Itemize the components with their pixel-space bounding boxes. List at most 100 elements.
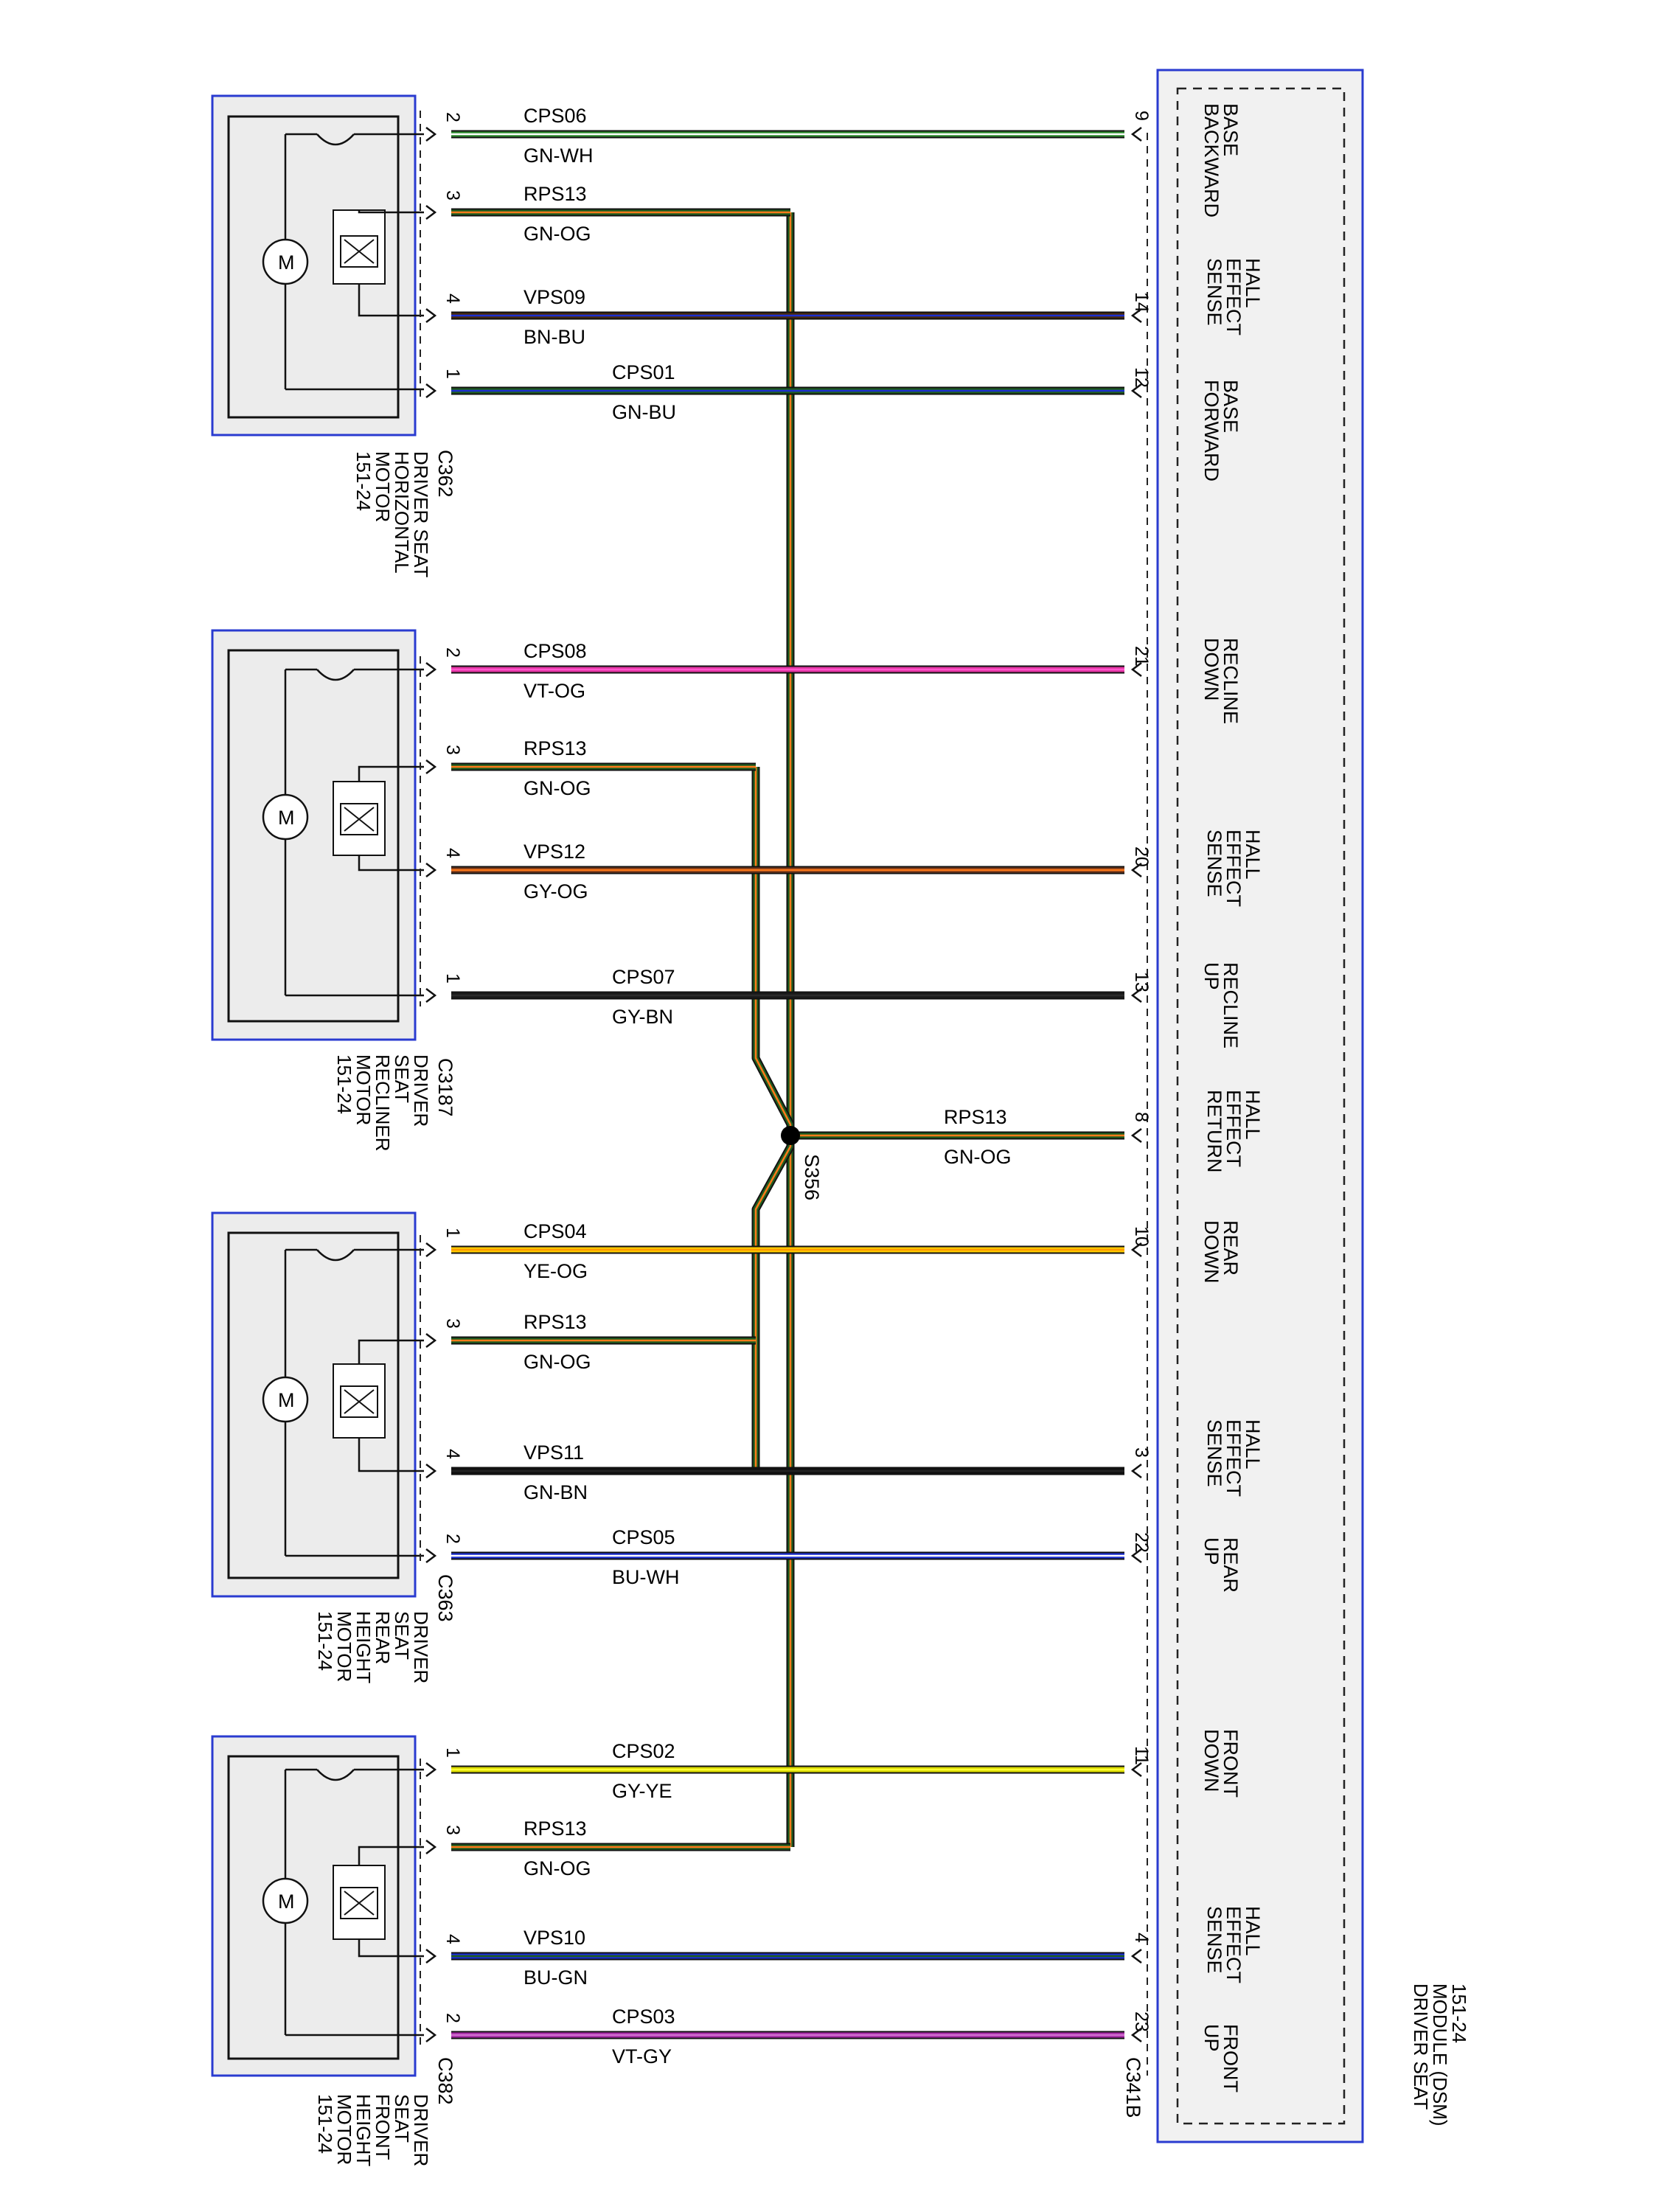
fn-hall-return: HALL bbox=[1242, 1090, 1264, 1140]
motor-pin-number: 1 bbox=[442, 369, 463, 379]
svg-text:MOTOR: MOTOR bbox=[333, 2094, 355, 2165]
fn-front-up: FRONT bbox=[1220, 2024, 1242, 2093]
svg-text:SENSE: SENSE bbox=[1203, 830, 1225, 897]
motor-pin-number: 4 bbox=[442, 1449, 463, 1459]
module-pin-number: 11 bbox=[1131, 1746, 1152, 1765]
circuit-label: VPS09 bbox=[524, 286, 585, 308]
pin-terminal-icon bbox=[1130, 127, 1142, 142]
svg-text:DRIVER: DRIVER bbox=[410, 1054, 432, 1127]
splice-label: S356 bbox=[801, 1154, 823, 1200]
module-connector-label: C341B bbox=[1122, 2057, 1144, 2118]
svg-text:SENSE: SENSE bbox=[1203, 258, 1225, 326]
fn-hall-sense-1: HALL bbox=[1242, 258, 1264, 308]
pin-terminal-icon bbox=[425, 1548, 437, 1563]
svg-text:SEAT: SEAT bbox=[391, 1054, 413, 1103]
pin-terminal-icon bbox=[1130, 1464, 1142, 1478]
fn-hall-sense-2: HALL bbox=[1242, 830, 1264, 880]
pin-terminal-icon bbox=[425, 2028, 437, 2042]
pin-terminal-icon bbox=[425, 759, 437, 774]
svg-text:UP: UP bbox=[1200, 962, 1222, 990]
module-pin-number: 4 bbox=[1131, 1933, 1152, 1943]
color-code-label: GY-YE bbox=[612, 1780, 672, 1802]
svg-text:151-24: 151-24 bbox=[333, 1054, 355, 1114]
svg-text:EFFECT: EFFECT bbox=[1222, 258, 1245, 335]
svg-text:SENSE: SENSE bbox=[1203, 1419, 1225, 1487]
circuit-label: RPS13 bbox=[524, 737, 587, 759]
pin-terminal-icon bbox=[425, 1762, 437, 1777]
pin-terminal-icon bbox=[425, 988, 437, 1003]
color-code-label: GN-BN bbox=[524, 1481, 588, 1503]
pin-terminal-icon bbox=[1130, 1242, 1142, 1257]
wire-rps13-bend-upper bbox=[751, 767, 794, 1127]
module-pin-number: 9 bbox=[1131, 111, 1152, 121]
svg-text:EFFECT: EFFECT bbox=[1222, 830, 1245, 907]
fn-recline-up: RECLINE bbox=[1220, 962, 1242, 1048]
motor-pin-number: 3 bbox=[442, 1318, 463, 1329]
svg-text:SENSE: SENSE bbox=[1203, 1906, 1225, 1974]
color-code-label: GN-OG bbox=[524, 223, 591, 245]
motor-pin-number: 2 bbox=[442, 112, 463, 122]
svg-text:151-24: 151-24 bbox=[352, 451, 375, 511]
svg-text:RECLINER: RECLINER bbox=[372, 1054, 394, 1151]
circuit-label: VPS11 bbox=[524, 1441, 584, 1464]
svg-text:MOTOR: MOTOR bbox=[333, 1611, 355, 1682]
circuit-label: CPS03 bbox=[612, 2006, 675, 2028]
fn-base-forward: BASE bbox=[1220, 380, 1242, 433]
pin-terminal-icon bbox=[425, 1464, 437, 1478]
pin-terminal-icon bbox=[425, 1333, 437, 1348]
motor-pin-number: 2 bbox=[442, 647, 463, 658]
circuit-label: RPS13 bbox=[944, 1106, 1007, 1128]
fn-base-backward: BASE bbox=[1220, 103, 1242, 156]
circuit-label: VPS10 bbox=[524, 1927, 585, 1949]
hall-sensor-icon bbox=[333, 209, 386, 285]
color-code-label: GY-BN bbox=[612, 1006, 673, 1028]
svg-text:M: M bbox=[278, 807, 295, 829]
pin-terminal-icon bbox=[425, 1949, 437, 1964]
pin-terminal-icon bbox=[425, 308, 437, 323]
motor-pin-number: 4 bbox=[442, 293, 463, 304]
motor-icon bbox=[262, 793, 309, 841]
svg-text:EFFECT: EFFECT bbox=[1222, 1906, 1245, 1983]
motor-pin-number: 3 bbox=[442, 745, 463, 755]
module-pin-number: 8 bbox=[1131, 1112, 1152, 1122]
module-pin-number: 3 bbox=[1131, 1447, 1152, 1458]
svg-text:UP: UP bbox=[1200, 1537, 1222, 1565]
svg-text:DOWN: DOWN bbox=[1200, 1729, 1222, 1792]
fn-recline-down: RECLINE bbox=[1220, 638, 1242, 724]
pin-terminal-icon bbox=[425, 863, 437, 877]
color-code-label: GN-BU bbox=[612, 401, 676, 423]
pin-terminal-icon bbox=[425, 383, 437, 398]
connector-c382: C382 bbox=[434, 2057, 456, 2105]
svg-text:M: M bbox=[278, 251, 295, 274]
module-title-2: MODULE (DSM) bbox=[1429, 1983, 1451, 2126]
color-code-label: BU-GN bbox=[524, 1966, 588, 1989]
motor-pin-number: 4 bbox=[442, 1934, 463, 1944]
svg-text:REAR: REAR bbox=[372, 1611, 394, 1664]
pin-terminal-icon bbox=[1130, 662, 1142, 677]
circuit-label: CPS04 bbox=[524, 1220, 587, 1242]
pin-terminal-icon bbox=[1130, 1762, 1142, 1777]
svg-text:EFFECT: EFFECT bbox=[1222, 1419, 1245, 1497]
svg-text:DRIVER: DRIVER bbox=[410, 1611, 432, 1683]
svg-text:RETURN: RETURN bbox=[1203, 1090, 1225, 1173]
pin-terminal-icon bbox=[1130, 2028, 1142, 2042]
motor-pin-number: 3 bbox=[442, 1825, 463, 1835]
color-code-label: GN-WH bbox=[524, 145, 593, 167]
motor-block-recliner: M C3187 DRIVER SEAT RECLINER MOTOR 151-2… bbox=[211, 629, 456, 1151]
svg-text:HEIGHT: HEIGHT bbox=[352, 2094, 375, 2166]
fn-front-down: FRONT bbox=[1220, 1729, 1242, 1798]
fn-rear-up: REAR bbox=[1220, 1537, 1242, 1593]
fn-hall-sense-3: HALL bbox=[1242, 1419, 1264, 1470]
pin-terminal-icon bbox=[1130, 1548, 1142, 1563]
pin-terminal-icon bbox=[1130, 1128, 1142, 1143]
svg-text:151-24: 151-24 bbox=[314, 1611, 336, 1671]
pin-terminal-icon bbox=[1130, 1949, 1142, 1964]
pin-terminal-icon bbox=[425, 127, 437, 142]
svg-text:DOWN: DOWN bbox=[1200, 638, 1222, 700]
color-code-label: GN-OG bbox=[524, 1857, 591, 1879]
motor-pin-number: 1 bbox=[442, 973, 463, 984]
color-code-label: GY-OG bbox=[524, 880, 588, 902]
color-code-label: GN-OG bbox=[944, 1146, 1012, 1168]
